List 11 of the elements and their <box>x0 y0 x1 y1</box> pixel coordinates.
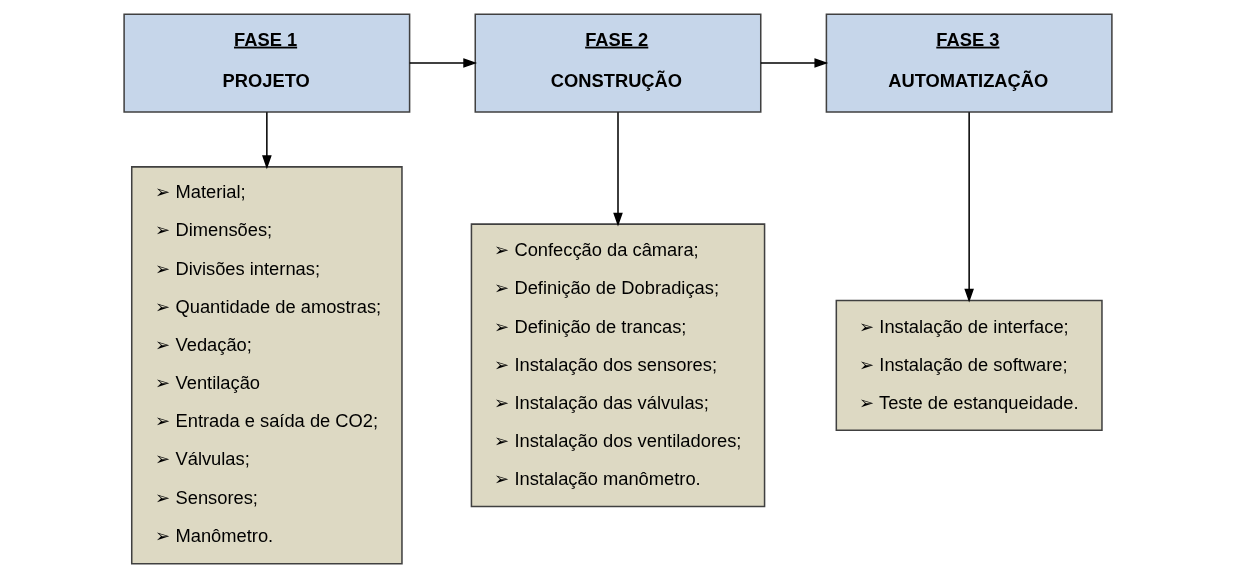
arrow <box>262 111 272 170</box>
node-box: FASE 1 PROJETO <box>123 13 411 113</box>
node-box: ➢ Confecção da câmara; ➢ Definição de Dobradiças; ➢ Definição de trancas; ➢ Instalação dos sensores; ➢ Instalação das válvulas; ➢ Instalação dos ventiladores; ➢ Instalação manômetro. <box>470 223 766 508</box>
arrow <box>760 58 829 68</box>
node-box: FASE 2 CONSTRUÇÃO <box>474 13 762 113</box>
node-box: ➢ Instalação de interface; ➢ Instalação de software; ➢ Teste de estanqueidade. <box>835 299 1103 431</box>
arrow <box>964 111 974 303</box>
node-box: ➢ Material; ➢ Dimensões; ➢ Divisões internas; ➢ Quantidade de amostras; ➢ Vedação; ➢ Ventilação ➢ Entrada e saída de CO2; ➢ Válvulas; ➢ Sensores; ➢ Manômetro. <box>130 166 403 565</box>
node-box: FASE 3 AUTOMATIZAÇÃO <box>825 13 1113 113</box>
arrow <box>613 111 623 227</box>
arrow <box>408 58 478 68</box>
